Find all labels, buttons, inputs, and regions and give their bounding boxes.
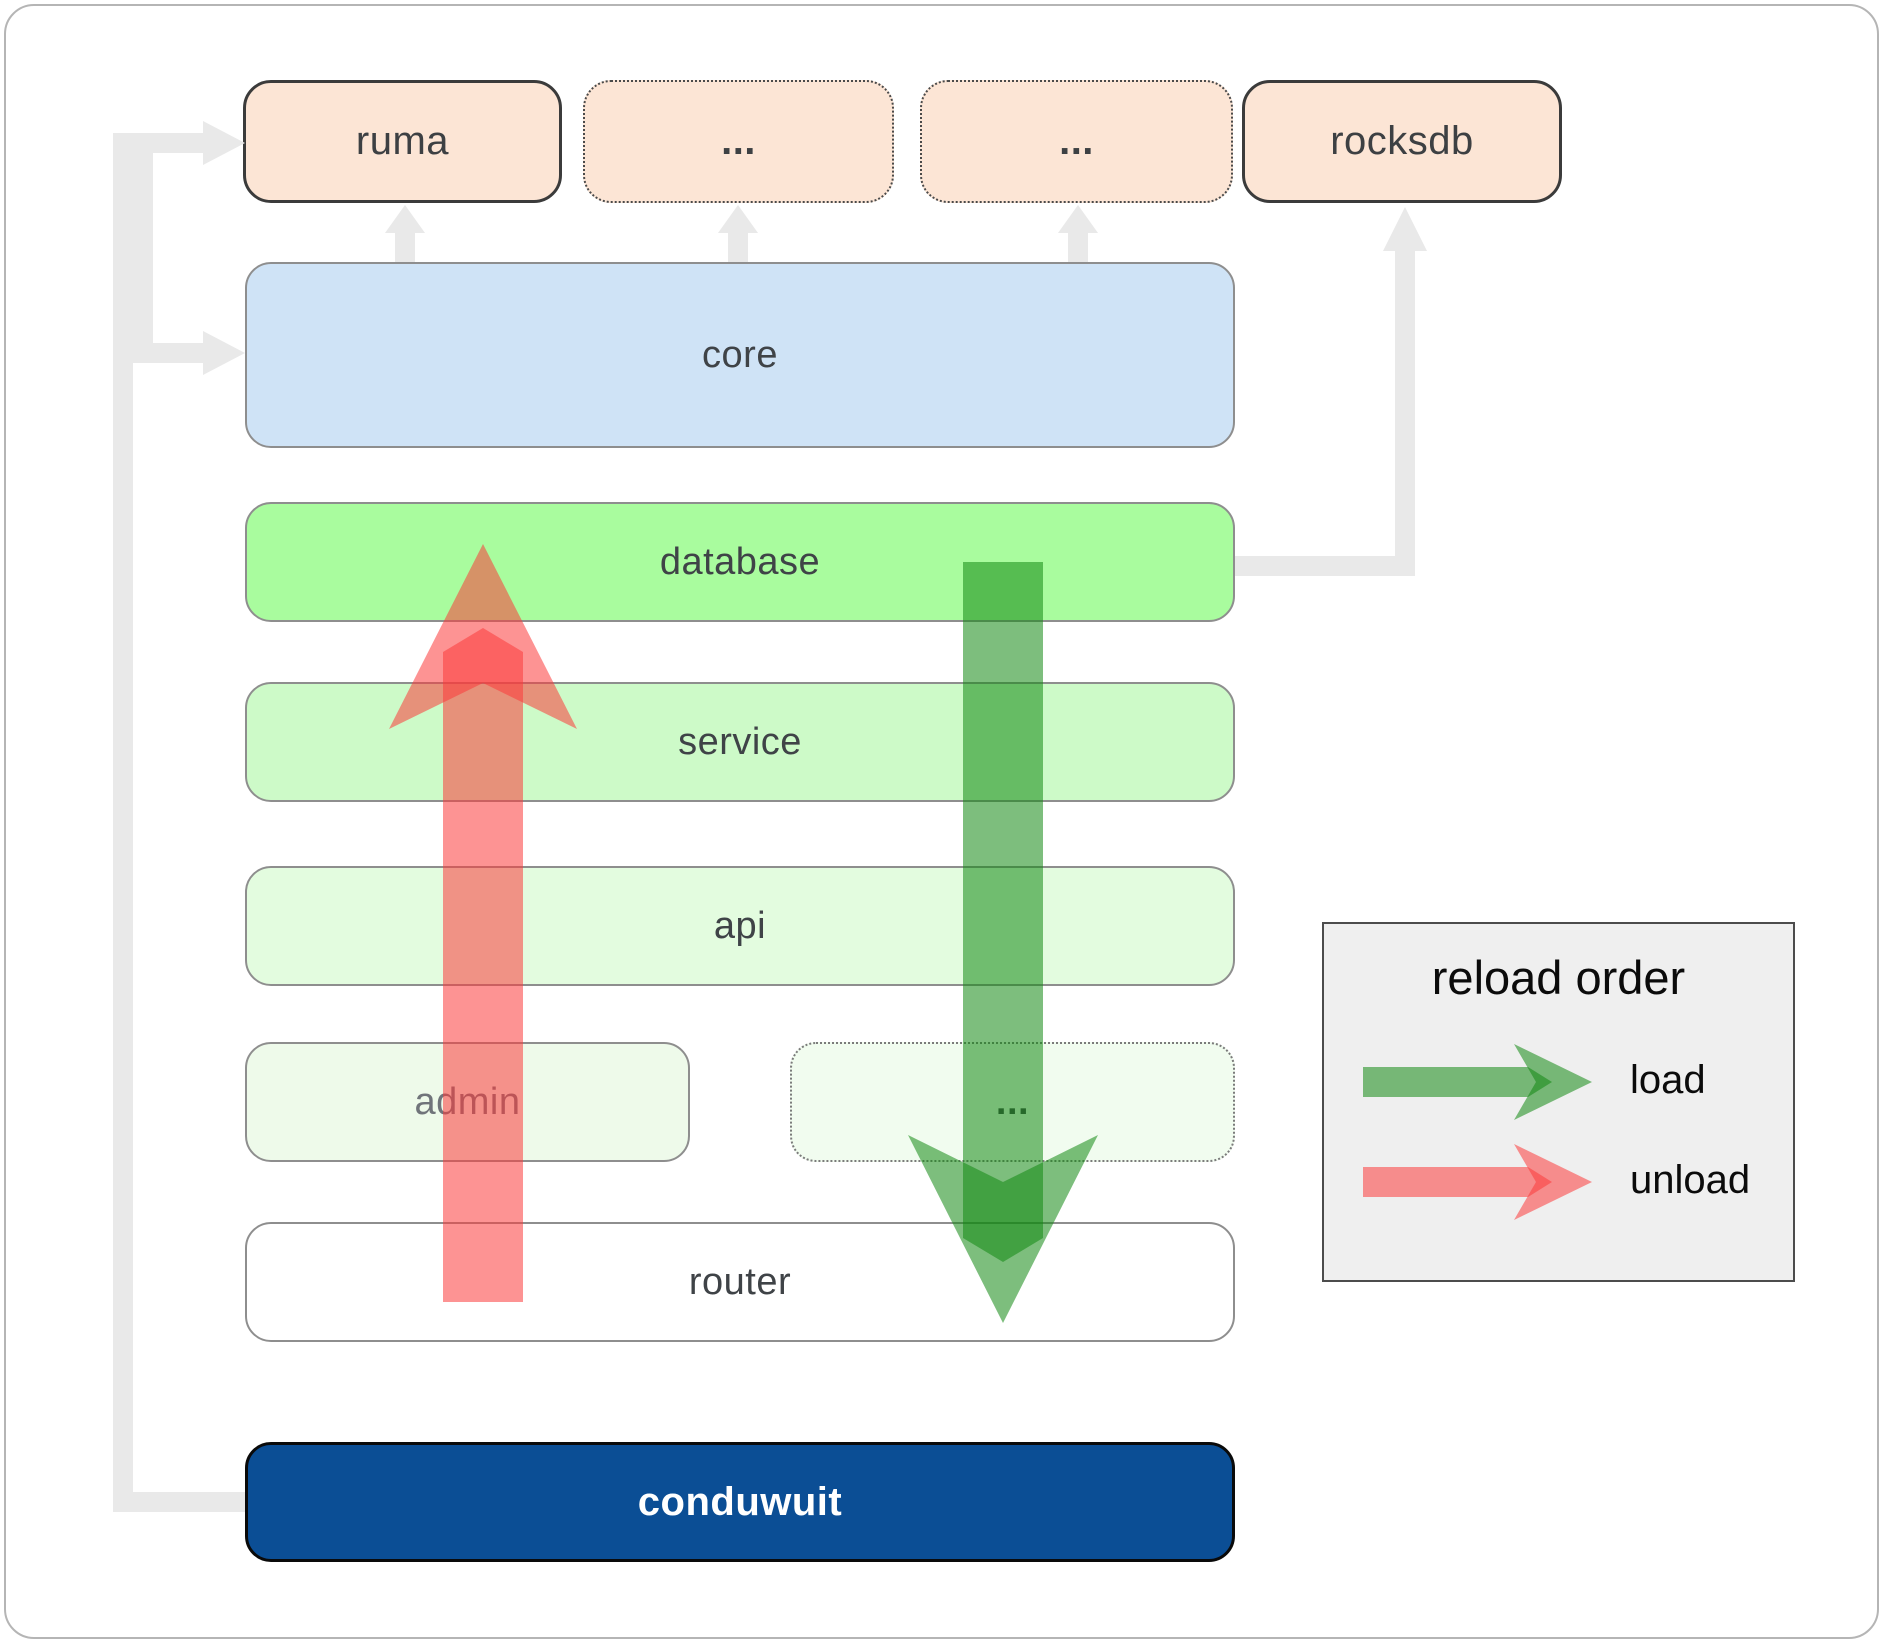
node-conduwuit: conduwuit <box>245 1442 1235 1562</box>
node-ellipsis-3: ... <box>790 1042 1235 1162</box>
node-database-label: database <box>659 540 821 583</box>
legend-title: reload order <box>1431 951 1686 1004</box>
legend-unload-label: unload <box>1630 1158 1751 1202</box>
node-api: api <box>245 866 1235 986</box>
node-ellipsis-2: ... <box>920 80 1233 203</box>
node-ruma-label: ruma <box>355 119 450 163</box>
node-router-label: router <box>688 1260 792 1303</box>
node-service-label: service <box>678 720 802 763</box>
node-ellipsis-1-label: ... <box>721 119 756 163</box>
node-core-label: core <box>702 333 778 376</box>
node-core: core <box>245 262 1235 448</box>
node-ellipsis-2-label: ... <box>1059 119 1094 163</box>
diagram-outer-frame <box>4 4 1879 1639</box>
node-service: service <box>245 682 1235 802</box>
node-admin: admin <box>245 1042 690 1162</box>
node-database: database <box>245 502 1235 622</box>
node-ellipsis-1: ... <box>583 80 894 203</box>
node-admin-label: admin <box>414 1080 521 1123</box>
node-rocksdb-label: rocksdb <box>1330 119 1474 163</box>
node-ellipsis-3-label: ... <box>995 1080 1030 1123</box>
node-conduwuit-label: conduwuit <box>637 1479 843 1524</box>
legend-load-label: load <box>1630 1058 1706 1102</box>
node-api-label: api <box>713 904 767 947</box>
node-router: router <box>245 1222 1235 1342</box>
node-ruma: ruma <box>243 80 562 203</box>
node-rocksdb: rocksdb <box>1242 80 1562 203</box>
